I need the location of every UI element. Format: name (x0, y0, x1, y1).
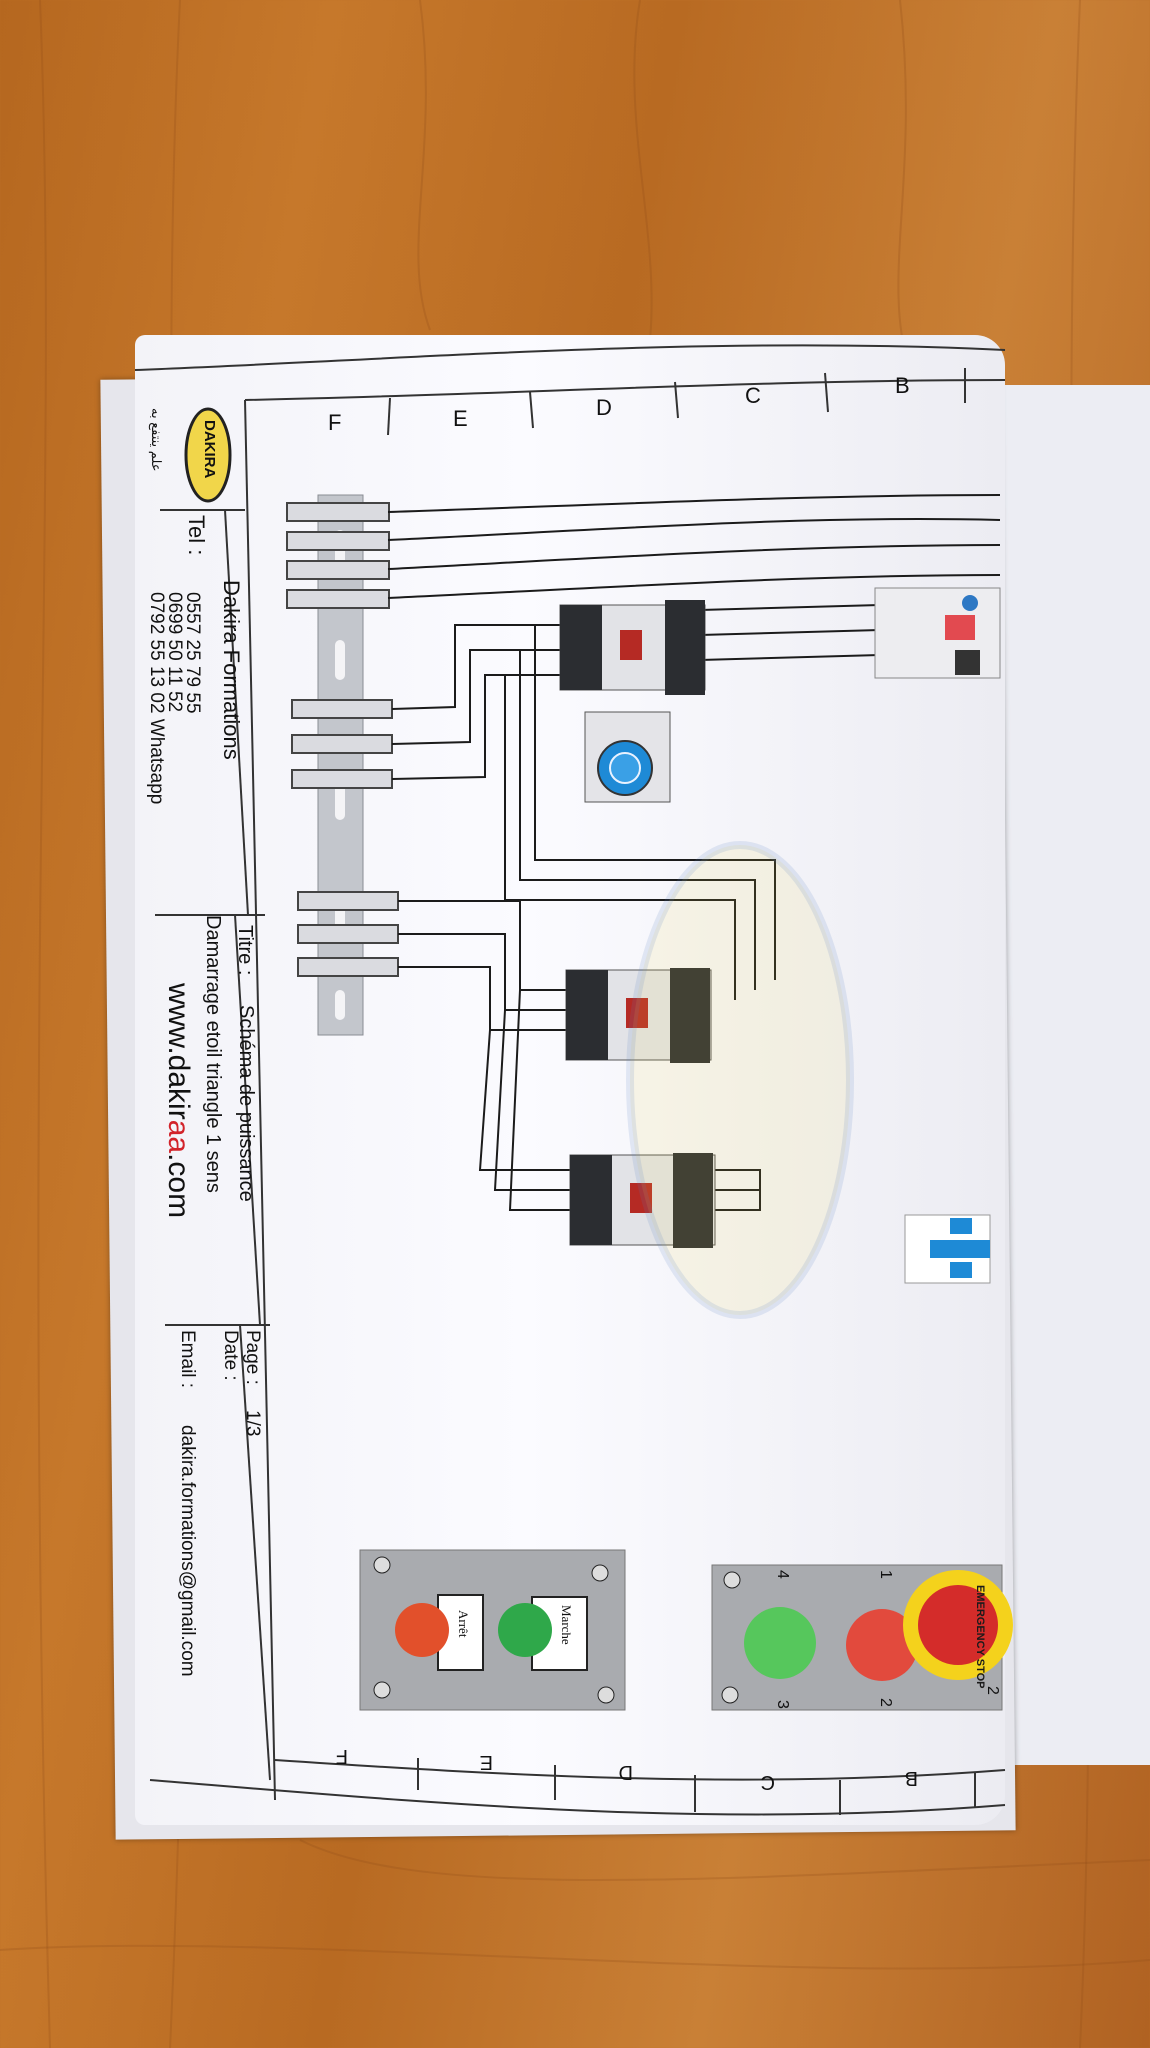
estop-text: EMERGENCY STOP (974, 1585, 986, 1689)
grid-top-e: E (453, 406, 468, 431)
button-number-1: 1 (877, 1570, 894, 1579)
start-label: Marche (559, 1605, 574, 1645)
control-box-left (359, 1549, 626, 1711)
contactors (559, 600, 716, 1248)
dakira-logo (184, 407, 232, 503)
grid-bottom-c: C (760, 1771, 775, 1793)
page-label: Page : (242, 1330, 263, 1385)
phone-1: 0557 25 79 55 (182, 592, 203, 714)
green-button (744, 1607, 816, 1679)
website-accent: aa (162, 1119, 195, 1154)
titre-label: Titre : (234, 925, 256, 976)
grid-bottom-d: D (618, 1761, 633, 1783)
button-number-3: 3 (774, 1700, 791, 1709)
website-suffix: .com (162, 1153, 195, 1219)
company-name: Dakira Formations (219, 580, 244, 760)
email-label: Email : (177, 1330, 198, 1389)
motor-breaker (874, 587, 1001, 679)
website: www.dakiraa.com (162, 983, 195, 1219)
page-value: 1/3 (242, 1410, 263, 1437)
grid-bottom-f: F (335, 1745, 348, 1767)
logo-text: DAKIRA (201, 420, 218, 479)
phone-2: 0699 50 11 52 (164, 592, 185, 713)
control-box-right (711, 1564, 1013, 1711)
din-rail (317, 494, 364, 1036)
start-lamp (498, 1603, 552, 1657)
grid-top-c: C (745, 383, 761, 408)
red-button (846, 1609, 918, 1681)
estop-number: 2 (984, 1686, 1001, 1695)
watermark-logo (626, 841, 854, 1319)
drawing-subtitle: Damarrage etoil triangle 1 sens (202, 915, 224, 1193)
tel-label: Tel : (184, 515, 209, 556)
grid-bottom-e: E (479, 1751, 493, 1773)
date-label: Date : (220, 1330, 241, 1381)
email-value: dakira.formations@gmail.com (177, 1425, 198, 1677)
stop-lamp (395, 1603, 449, 1657)
frame-outer (134, 344, 1006, 371)
frame-inner-top (244, 379, 1006, 401)
terminal-blocks (286, 502, 399, 977)
grid-top-b: B (895, 373, 910, 398)
phone-3: 0792 55 13 02 Whatsapp (146, 592, 167, 805)
timer-module (584, 711, 671, 803)
stop-label: Arrêt (456, 1610, 471, 1638)
grid-top-d: D (596, 395, 612, 420)
titre-value: Schéma de puissance (235, 1005, 257, 1202)
grid-top-f: F (328, 410, 342, 435)
button-number-4: 4 (774, 1570, 791, 1579)
website-prefix: www.dakir (162, 983, 195, 1120)
control-breaker (904, 1214, 991, 1284)
grid-bottom-b: B (904, 1767, 918, 1789)
button-number-2: 2 (877, 1698, 894, 1707)
logo-tagline: علم ينتفع به (149, 408, 164, 472)
